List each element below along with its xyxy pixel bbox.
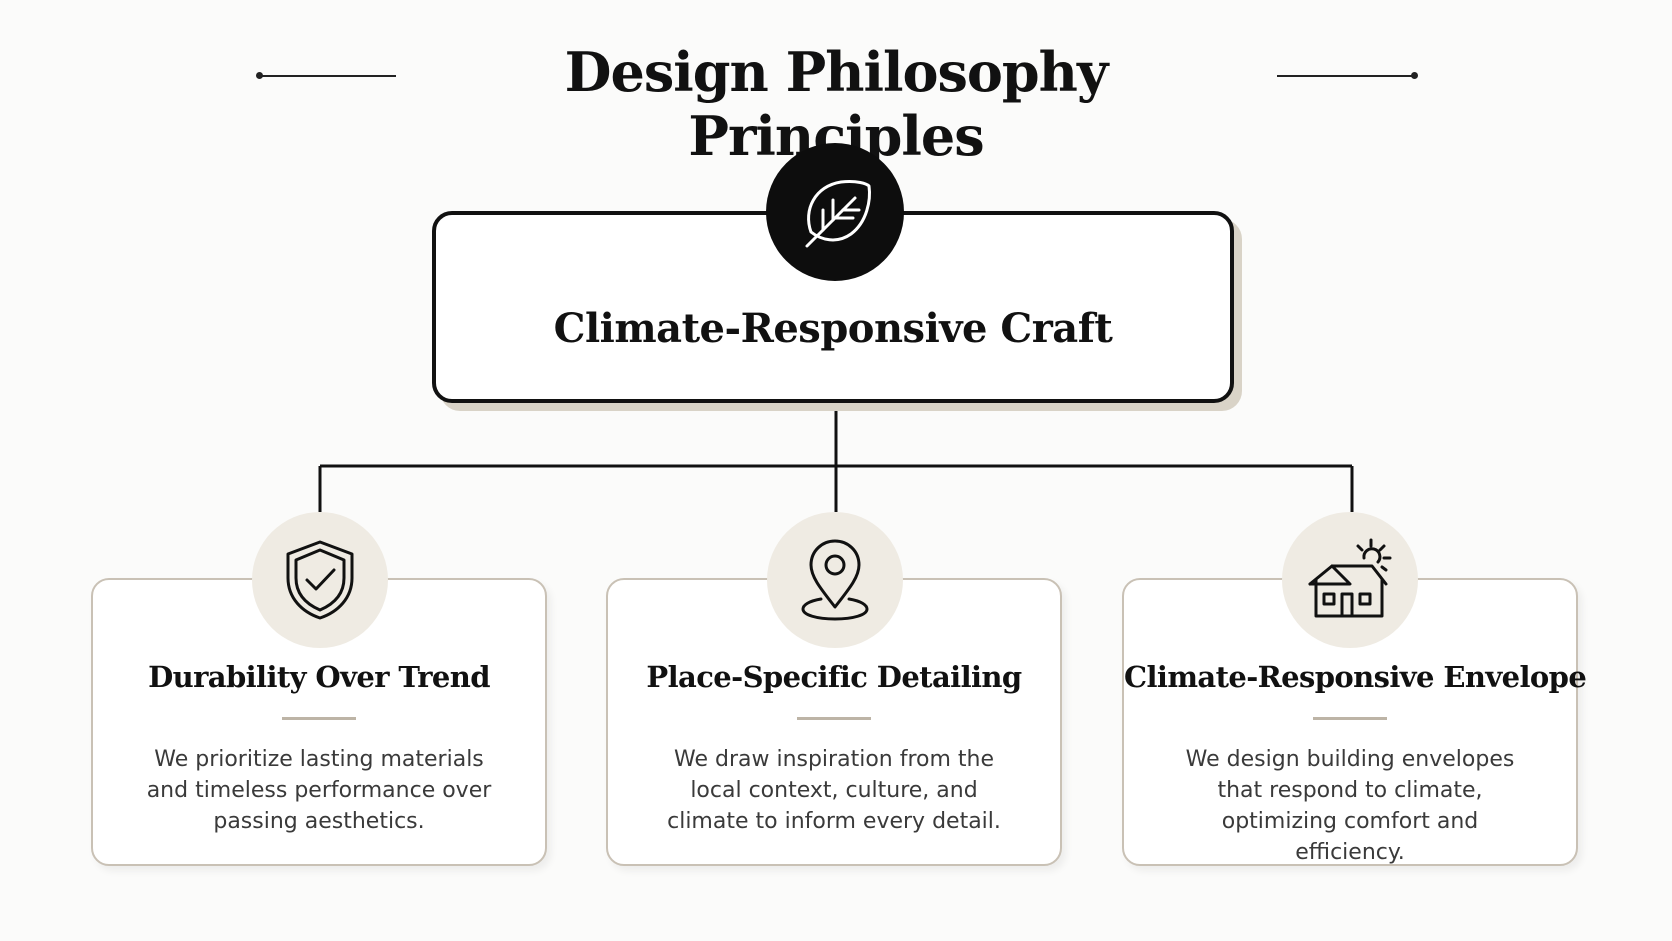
- root-icon-badge: [766, 143, 904, 281]
- location-pin-icon: [801, 539, 869, 621]
- principle-title: Place-Specific Detailing: [646, 660, 1022, 694]
- principle-card-durability: Durability Over Trend We prioritize last…: [91, 578, 547, 866]
- principle-divider: [282, 717, 356, 720]
- title-ornament-line-left: [260, 75, 396, 77]
- principle-description: We prioritize lasting materials and time…: [146, 747, 492, 834]
- principle-icon-badge-1: [252, 512, 388, 648]
- root-node-label: Climate-Responsive Craft: [553, 305, 1113, 352]
- principle-title: Climate-Responsive Envelope: [1124, 660, 1587, 694]
- leaf-icon: [805, 180, 871, 248]
- title-ornament-line-right: [1277, 75, 1415, 77]
- title-ornament-dot-left: [256, 72, 263, 79]
- principle-divider: [797, 717, 871, 720]
- principle-description: We draw inspiration from the local conte…: [667, 747, 1001, 834]
- principle-card-envelope: Climate-Responsive Envelope We design bu…: [1122, 578, 1587, 866]
- title-bar: Design Philosophy Principles: [0, 30, 1672, 168]
- principle-description: We design building envelopes that respon…: [1185, 747, 1515, 865]
- shield-check-icon: [286, 540, 354, 620]
- principle-icon-badge-2: [767, 512, 903, 648]
- principle-divider: [1313, 717, 1387, 720]
- house-sun-icon: [1308, 538, 1392, 618]
- principle-title: Durability Over Trend: [148, 660, 490, 694]
- title-ornament-dot-right: [1411, 72, 1418, 79]
- principle-icon-badge-3: [1282, 512, 1418, 648]
